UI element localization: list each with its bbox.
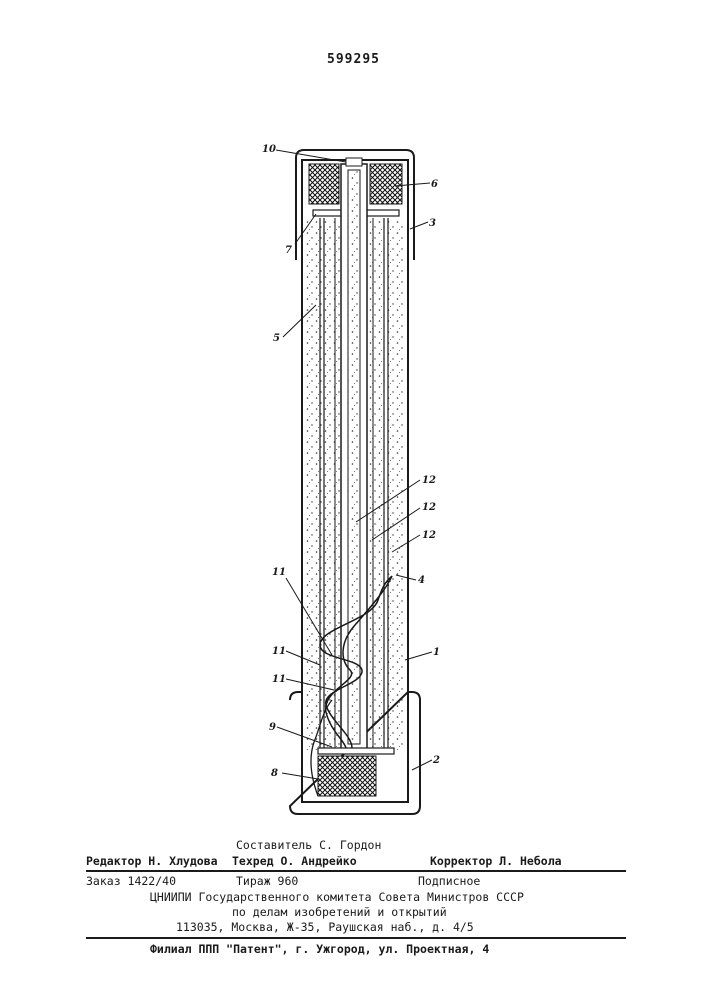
label-3: 3 bbox=[429, 218, 436, 229]
label-12c: 12 bbox=[422, 530, 436, 541]
bottom-plate bbox=[318, 748, 394, 754]
top-plug-left bbox=[309, 164, 339, 204]
label-4: 4 bbox=[418, 575, 425, 586]
top-plug-right bbox=[370, 164, 402, 204]
label-5: 5 bbox=[273, 333, 280, 344]
label-12b: 12 bbox=[422, 502, 436, 513]
bottom-plug bbox=[318, 756, 376, 796]
top-tip bbox=[346, 158, 362, 166]
label-12a: 12 bbox=[422, 475, 436, 486]
label-8: 8 bbox=[271, 768, 278, 779]
central-tube-core bbox=[348, 170, 360, 744]
label-11a: 11 bbox=[272, 567, 286, 578]
label-1: 1 bbox=[433, 647, 440, 658]
label-6: 6 bbox=[431, 179, 438, 190]
label-7: 7 bbox=[285, 245, 292, 256]
label-2: 2 bbox=[432, 755, 440, 766]
label-10: 10 bbox=[262, 144, 276, 155]
label-11c: 11 bbox=[272, 674, 286, 685]
label-9: 9 bbox=[269, 722, 276, 733]
label-11b: 11 bbox=[272, 646, 286, 657]
